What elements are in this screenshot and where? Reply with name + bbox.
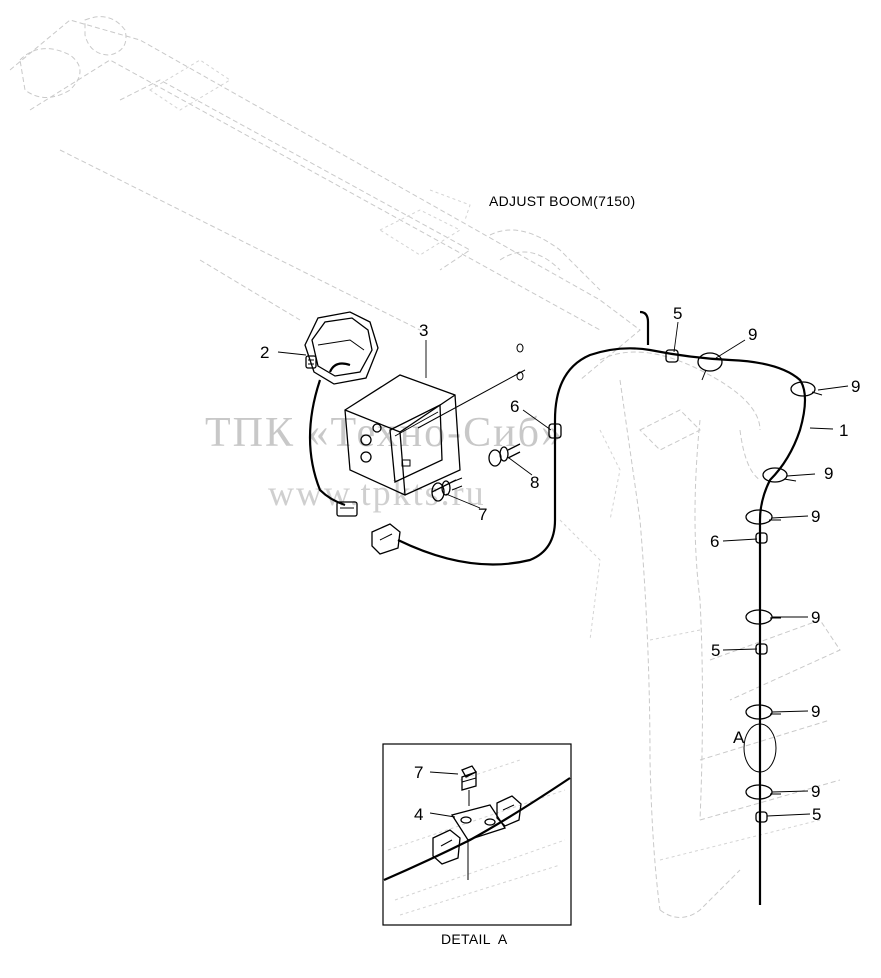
lamp-bracket	[344, 343, 526, 496]
bolt-8	[488, 443, 521, 467]
clamp-6-upper	[548, 423, 562, 439]
leader-lines	[277, 321, 849, 817]
callout-5-bottom: 5	[812, 805, 821, 824]
detail-a-marker	[743, 723, 777, 773]
callout-9-top: 9	[748, 325, 757, 344]
callouts: 1 2 3 5 5 5 6 6 7 8 9 9 9 9 9 9 9 A	[260, 304, 860, 824]
callout-3: 3	[419, 321, 428, 340]
callout-9-e: 9	[811, 608, 820, 627]
callout-9-f: 9	[811, 702, 820, 721]
watermark-url: www.tpkts.ru	[268, 473, 486, 513]
detail-connector-right	[496, 795, 522, 827]
callout-9-d: 9	[811, 507, 820, 526]
detail-bracket-plate	[450, 804, 507, 880]
work-lamp	[304, 311, 379, 385]
callout-1: 1	[839, 421, 848, 440]
diagram-title: ADJUST BOOM(7150)	[489, 193, 635, 209]
callout-6-lower: 6	[710, 532, 719, 551]
clips-vertical	[755, 532, 768, 823]
callout-5-top: 5	[673, 304, 682, 323]
cable-ties-right	[745, 381, 823, 800]
detail-callout-7: 7	[414, 763, 423, 782]
callout-9-g: 9	[811, 782, 820, 801]
callout-8: 8	[530, 473, 539, 492]
connector-lamp	[336, 501, 358, 517]
detail-callout-4: 4	[414, 805, 423, 824]
detail-bolt	[461, 765, 477, 806]
cable-tie-upper	[697, 352, 723, 381]
callout-5-middle: 5	[711, 641, 720, 660]
detail-a-marker-label: A	[733, 728, 745, 747]
clip-5-upper	[665, 349, 679, 363]
callout-9-b: 9	[851, 377, 860, 396]
ghost-boom-outline	[9, 16, 841, 918]
detail-a-inset: 7 4	[382, 743, 572, 926]
callout-2: 2	[260, 343, 269, 362]
callout-9-c: 9	[824, 464, 833, 483]
bolt-7	[431, 477, 463, 502]
connector-harness	[371, 523, 401, 555]
detail-connector-left	[432, 829, 461, 865]
detail-a-caption: DETAIL A	[441, 931, 508, 947]
callout-7: 7	[478, 505, 487, 524]
callout-6-upper: 6	[510, 397, 519, 416]
wire-harness	[308, 310, 807, 905]
